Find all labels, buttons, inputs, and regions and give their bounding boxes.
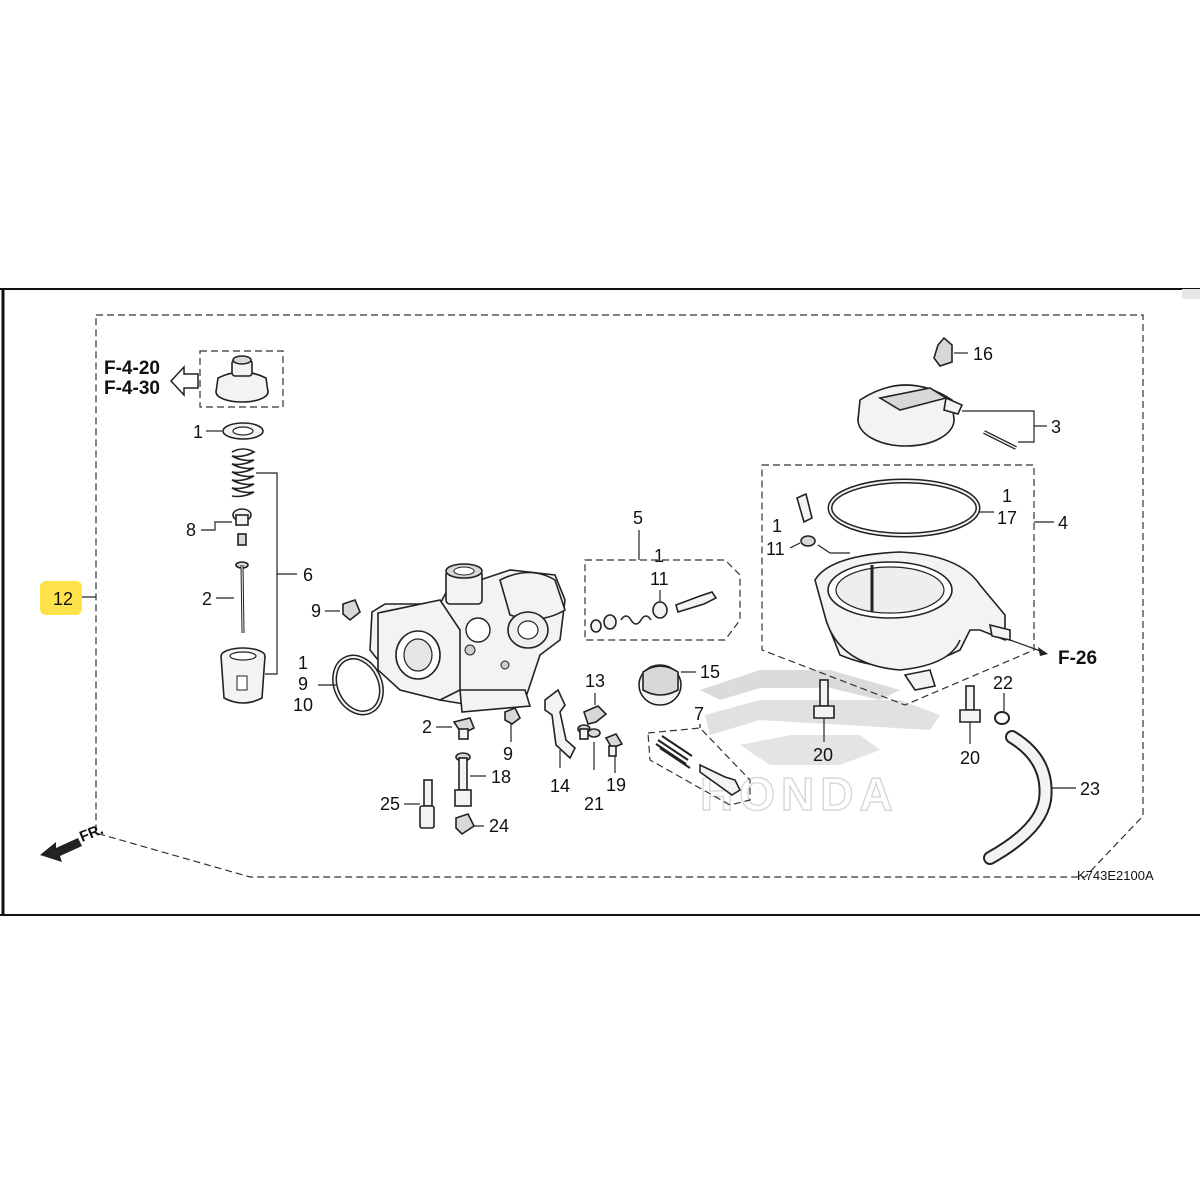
part-19-bolt <box>604 733 624 757</box>
part-20-screw-b <box>959 685 981 723</box>
part-6-piston <box>220 647 266 704</box>
label-1-washer: 1 <box>193 422 203 442</box>
label-13: 13 <box>585 671 605 691</box>
label-1-kit: 1 <box>654 546 664 566</box>
part-24-plug <box>455 813 476 836</box>
part-13-clip <box>583 705 608 725</box>
part-spring <box>231 448 256 498</box>
top-cap-box <box>199 350 284 408</box>
label-9-top: 9 <box>311 601 321 621</box>
part-1-washer <box>222 422 264 440</box>
frame-right-shadow <box>1182 289 1200 299</box>
part-9-nut-bottom <box>504 706 522 725</box>
label-14: 14 <box>550 776 570 796</box>
part-2-screw <box>452 717 476 740</box>
label-7: 7 <box>694 704 704 724</box>
label-5: 5 <box>633 508 643 528</box>
label-1-oring: 1 <box>298 653 308 673</box>
label-1-float: 1 <box>772 516 782 536</box>
label-16: 16 <box>973 344 993 364</box>
part-16-vent <box>933 336 953 367</box>
leader-11-float <box>789 542 801 549</box>
kit-7-box <box>647 727 751 806</box>
part-2-needle <box>235 561 249 634</box>
label-20-a: 20 <box>813 745 833 765</box>
label-21: 21 <box>584 794 604 814</box>
label-9-bottom: 9 <box>503 744 513 764</box>
label-1-gasket: 1 <box>1002 486 1012 506</box>
label-11-kit: 11 <box>650 569 669 589</box>
leader-6-bracket <box>256 472 278 675</box>
label-11-float: 11 <box>766 539 785 559</box>
ref-arrow-icon <box>169 365 199 397</box>
label-3: 3 <box>1051 417 1061 437</box>
ref-f-26[interactable]: F-26 <box>1058 648 1097 669</box>
ref-f-4-20[interactable]: F-4-20 <box>104 358 160 379</box>
label-22: 22 <box>993 673 1013 693</box>
highlight-12 <box>40 581 82 615</box>
kit-7-parts <box>655 735 742 796</box>
leader-11-pair <box>817 544 850 554</box>
label-10: 10 <box>293 695 313 715</box>
part-11-oring-float <box>800 535 816 547</box>
label-2-screw: 2 <box>422 717 432 737</box>
top-cap-part <box>215 355 269 403</box>
part-14-bracket <box>544 688 576 760</box>
ref-fr: FR. <box>77 821 106 846</box>
assembly-4-box <box>761 464 1035 706</box>
f26-arrow-icon <box>1038 647 1048 656</box>
label-2-needle: 2 <box>202 589 212 609</box>
assembly-boundary <box>95 314 1144 878</box>
label-4: 4 <box>1058 513 1068 533</box>
label-8: 8 <box>186 520 196 540</box>
ref-f-4-30[interactable]: F-4-30 <box>104 378 160 399</box>
part-22-clip <box>994 711 1010 725</box>
label-23: 23 <box>1080 779 1100 799</box>
part-3-cover <box>857 384 1017 450</box>
diagram-code: K743E2100A <box>1077 868 1154 883</box>
part-18-jet <box>454 752 472 807</box>
part-15-cap <box>638 664 682 706</box>
label-15: 15 <box>700 662 720 682</box>
part-20-screw-a <box>813 679 835 719</box>
label-17: 17 <box>997 508 1017 528</box>
label-19: 19 <box>606 775 626 795</box>
leader-8 <box>201 521 232 531</box>
label-12: 12 <box>53 589 73 609</box>
kit-5-parts <box>590 591 718 633</box>
label-6: 6 <box>303 565 313 585</box>
part-25-screw <box>419 779 435 829</box>
label-25: 25 <box>380 794 400 814</box>
label-24: 24 <box>489 816 509 836</box>
carburetor-body <box>369 563 566 713</box>
part-9-nut-top <box>342 599 361 622</box>
front-arrow-icon <box>40 838 82 862</box>
part-screw-float <box>796 492 813 524</box>
part-21-screw <box>577 724 601 740</box>
label-18: 18 <box>491 767 511 787</box>
part-float-chamber <box>814 551 1011 691</box>
part-8-jet <box>232 508 252 546</box>
label-9-oring: 9 <box>298 674 308 694</box>
label-20-b: 20 <box>960 748 980 768</box>
